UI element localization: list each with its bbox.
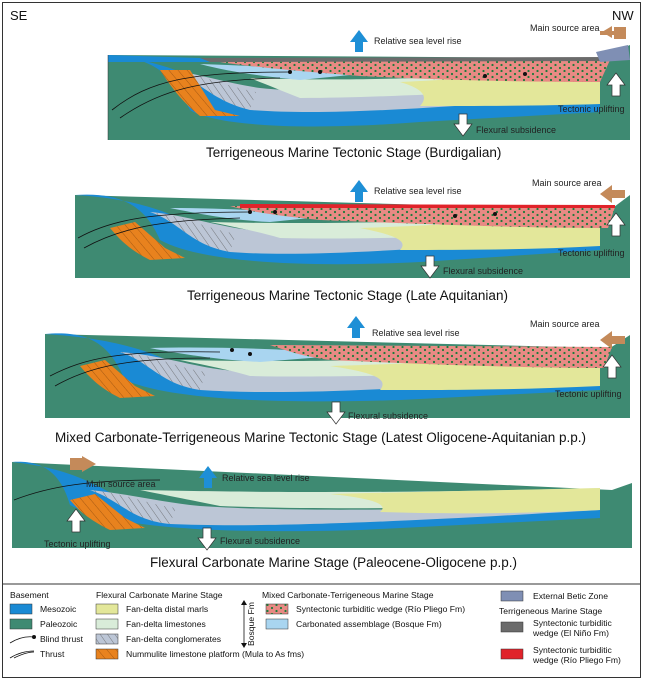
sea-level-arrow-3	[347, 316, 365, 338]
distal-marls-layer	[330, 488, 600, 514]
sea-level-label-3: Relative sea level rise	[372, 328, 460, 338]
legend-swatch-carbonated	[265, 618, 289, 630]
source-label-2: Main source area	[532, 178, 602, 188]
rio-pliego-red-layer	[240, 204, 615, 208]
stage-title-4: Flexural Carbonate Marine Stage (Paleoce…	[150, 555, 517, 570]
uplift-arrow-3	[602, 354, 622, 379]
source-arrow-2	[600, 185, 625, 203]
legend-paleozoic: Paleozoic	[40, 619, 78, 629]
panel-late-aquitanian	[75, 194, 630, 278]
corner-label-nw: NW	[612, 8, 634, 23]
legend-mesozoic: Mesozoic	[40, 604, 77, 614]
legend-swatch-distal-marls	[95, 603, 119, 615]
source-arrow-4	[70, 458, 82, 470]
legend-swatch-external-betic	[500, 590, 524, 602]
subsidence-label-4: Flexural subsidence	[220, 536, 300, 546]
legend: Basement Mesozoic Paleozoic Blind thrust…	[2, 583, 641, 665]
legend-swatch-mesozoic	[9, 603, 33, 615]
source-arrows	[70, 26, 626, 472]
legend-conglomerates: Fan-delta conglomerates	[126, 634, 221, 644]
subsidence-label-3: Flexural subsidence	[348, 411, 428, 421]
el-nino-layer	[200, 57, 612, 62]
legend-distal-marls: Fan-delta distal marls	[126, 604, 208, 614]
source-label-4: Main source area	[86, 479, 156, 489]
legend-terr-title: Terrigeneous Marine Stage	[499, 606, 602, 616]
legend-carbonated: Carbonated assemblage (Bosque Fm)	[296, 619, 442, 629]
sea-level-arrows	[199, 30, 368, 488]
subsidence-arrow-4	[197, 527, 217, 551]
legend-thrust: Thrust	[40, 649, 65, 659]
uplift-label-1: Tectonic uplifting	[558, 104, 625, 114]
legend-limestones: Fan-delta limestones	[126, 619, 206, 629]
uplift-label-4: Tectonic uplifting	[44, 539, 111, 549]
source-arrow-1	[600, 27, 626, 39]
subsidence-arrow-2	[420, 255, 440, 279]
uplift-arrows	[66, 72, 626, 533]
legend-turbiditic-rio: Syntectonic turbiditic wedge (Río Pliego…	[296, 604, 465, 614]
source-arrow-3	[600, 331, 625, 349]
panel-4-labels: Relative sea level rise Main source area…	[44, 473, 517, 570]
legend-external-betic: External Betic Zone	[533, 591, 608, 601]
legend-swatch-paleozoic	[9, 618, 33, 630]
mesozoic-layer	[108, 55, 600, 127]
sea-level-label-2: Relative sea level rise	[374, 186, 462, 196]
blind-thrust-icon	[9, 636, 35, 644]
subsidence-arrow-1	[453, 113, 473, 137]
uplift-arrow-2	[606, 212, 626, 237]
legend-nino-line2: wedge (El Niño Fm)	[532, 628, 609, 638]
panel-2-labels: Relative sea level rise Main source area…	[187, 178, 625, 303]
source-label-1: Main source area	[530, 23, 600, 33]
legend-blind-thrust: Blind thrust	[40, 634, 84, 644]
panel-1-labels: Relative sea level rise Main source area…	[206, 23, 625, 160]
panel-3-labels: Relative sea level rise Main source area…	[55, 319, 622, 445]
legend-bosque-label: Bosque Fm	[246, 602, 256, 646]
legend-flexural-title: Flexural Carbonate Marine Stage	[96, 590, 223, 600]
uplift-label-2: Tectonic uplifting	[558, 248, 625, 258]
sea-level-arrow-4	[199, 466, 217, 488]
panel-burdigalian	[107, 45, 630, 140]
legend-mixed-title: Mixed Carbonate-Terrigeneous Marine Stag…	[262, 590, 434, 600]
legend-rio-line2: wedge (Río Pliego Fm)	[532, 655, 621, 665]
stage-title-3: Mixed Carbonate-Terrigeneous Marine Tect…	[55, 430, 586, 445]
external-betic-block	[596, 45, 630, 62]
panel-latest-oligocene-aquitanian	[45, 333, 630, 418]
uplift-arrow-4	[66, 508, 86, 533]
subsidence-arrows	[197, 113, 473, 551]
legend-nino-line1: Syntectonic turbiditic	[533, 618, 613, 628]
sea-level-arrow-1	[350, 30, 368, 52]
legend-swatch-el-nino	[500, 621, 524, 633]
subsidence-label-2: Flexural subsidence	[443, 266, 523, 276]
stage-title-1: Terrigeneous Marine Tectonic Stage (Burd…	[206, 145, 501, 160]
uplift-arrow-1	[606, 72, 626, 97]
legend-basement-title: Basement	[10, 590, 49, 600]
corner-label-se: SE	[10, 8, 28, 23]
thrust-icon	[9, 650, 35, 659]
subsidence-arrow-3	[326, 401, 346, 425]
legend-swatch-limestones	[95, 618, 119, 630]
panel-paleocene-oligocene	[12, 461, 632, 548]
sea-level-arrow-2	[350, 180, 368, 202]
sea-level-label-4: Relative sea level rise	[222, 473, 310, 483]
legend-swatch-rio-red	[500, 648, 524, 660]
subsidence-label-1: Flexural subsidence	[476, 125, 556, 135]
conglomerates-layer	[90, 490, 600, 526]
carbonated-layer	[170, 208, 330, 222]
stage-title-2: Terrigeneous Marine Tectonic Stage (Late…	[187, 288, 508, 303]
legend-nummulite: Nummulite limestone platform (Mula to As…	[126, 649, 304, 659]
source-label-3: Main source area	[530, 319, 600, 329]
uplift-label-3: Tectonic uplifting	[555, 389, 622, 399]
legend-rio-line1: Syntectonic turbiditic	[533, 645, 613, 655]
sea-level-label-1: Relative sea level rise	[374, 36, 462, 46]
